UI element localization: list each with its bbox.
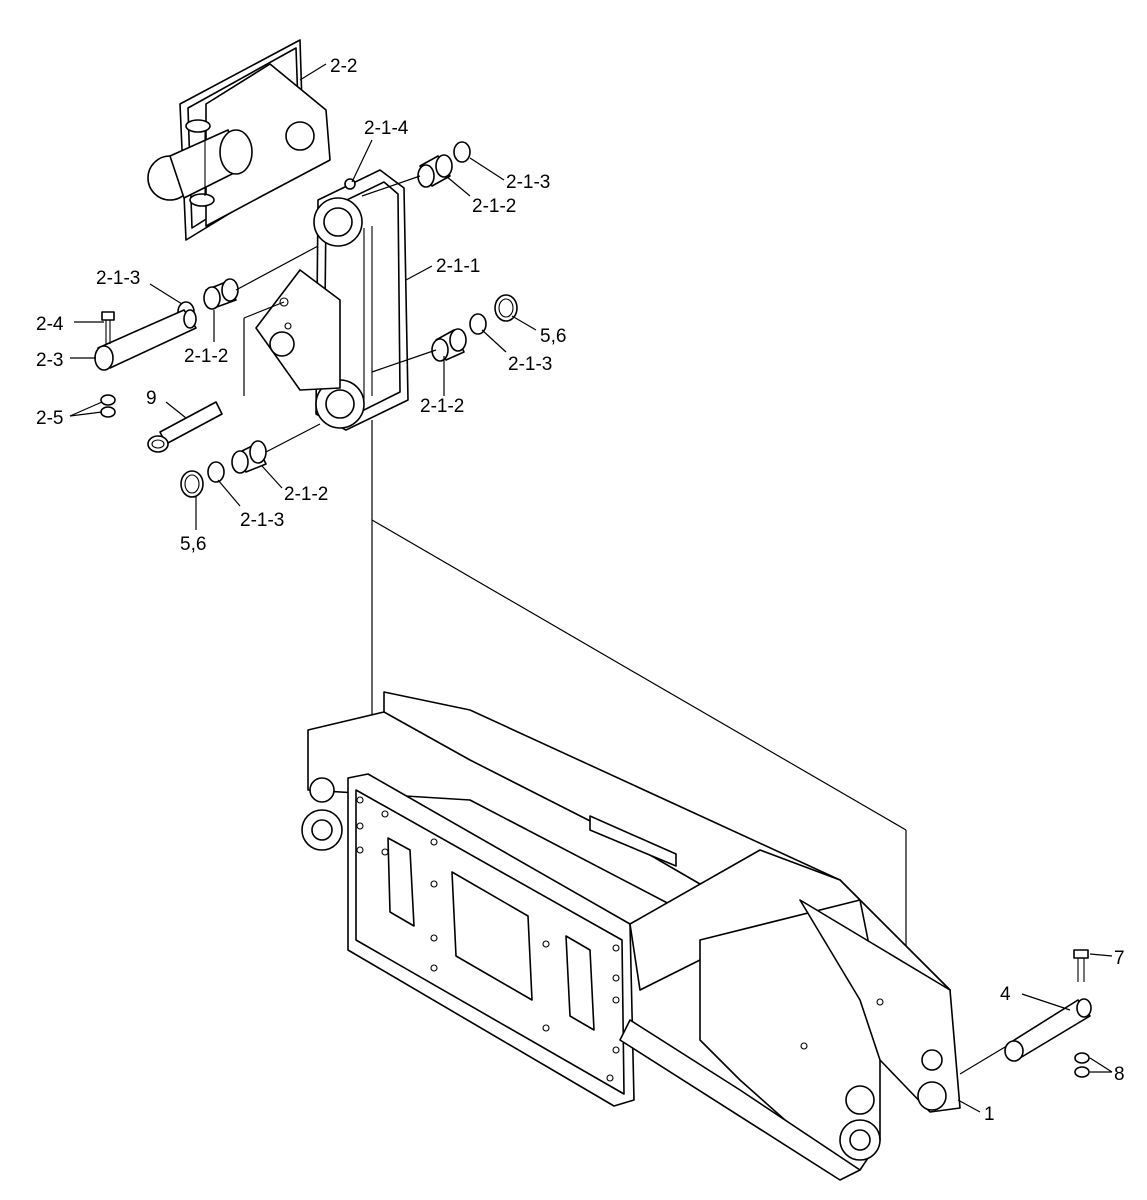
- label-4: 4: [1000, 984, 1011, 1005]
- label-2-1-3-top: 2-1-3: [506, 172, 550, 193]
- label-5-6-left: 5,6: [180, 534, 206, 555]
- bushing-2-1-2-right: [431, 328, 467, 362]
- label-2-2: 2-2: [330, 56, 357, 77]
- label-2-1-1: 2-1-1: [436, 256, 480, 277]
- pin-9: [147, 401, 223, 453]
- label-2-1-2-left: 2-1-2: [184, 346, 228, 367]
- callout-labels: 2-2 2-1-4 2-1-3 2-1-2 2-1-1 2-1-3 2-4 2-…: [36, 56, 1125, 1125]
- ring-2-1-3-right: [469, 313, 487, 335]
- bolt-2-4: [101, 311, 115, 344]
- bushing-2-1-2-left: [203, 278, 239, 310]
- bracket-plate-2-2: [147, 39, 331, 241]
- label-8: 8: [1114, 1064, 1125, 1085]
- label-2-1-2-right: 2-1-2: [420, 396, 464, 417]
- label-2-1-4: 2-1-4: [364, 118, 409, 139]
- bushing-2-1-2-top: [417, 154, 453, 188]
- callout-leaders: [69, 63, 1113, 1113]
- ring-2-1-3-bottom: [207, 461, 225, 483]
- label-2-1-2-top: 2-1-2: [472, 196, 516, 217]
- label-2-3: 2-3: [36, 350, 63, 371]
- nuts-2-5: [100, 394, 116, 418]
- label-2-1-2-bottom: 2-1-2: [284, 484, 328, 505]
- nuts-8: [1074, 1052, 1090, 1078]
- label-2-1-3-right: 2-1-3: [508, 354, 552, 375]
- link-plate-2-1-1: [255, 169, 409, 431]
- label-1: 1: [984, 1104, 995, 1125]
- label-9: 9: [146, 388, 157, 409]
- ring-2-1-3-top: [453, 141, 471, 163]
- pin-4: [1004, 998, 1092, 1062]
- label-2-1-3-bottom: 2-1-3: [240, 510, 284, 531]
- bolt-7: [1073, 949, 1089, 982]
- label-2-5: 2-5: [36, 408, 63, 429]
- label-5-6-right: 5,6: [540, 326, 566, 347]
- main-frame-1: [301, 691, 961, 1181]
- pin-2-3: [94, 309, 197, 371]
- bushing-2-1-2-bottom: [231, 440, 267, 474]
- label-7: 7: [1114, 948, 1125, 969]
- label-2-4: 2-4: [36, 314, 64, 335]
- label-2-1-3-left: 2-1-3: [96, 268, 140, 289]
